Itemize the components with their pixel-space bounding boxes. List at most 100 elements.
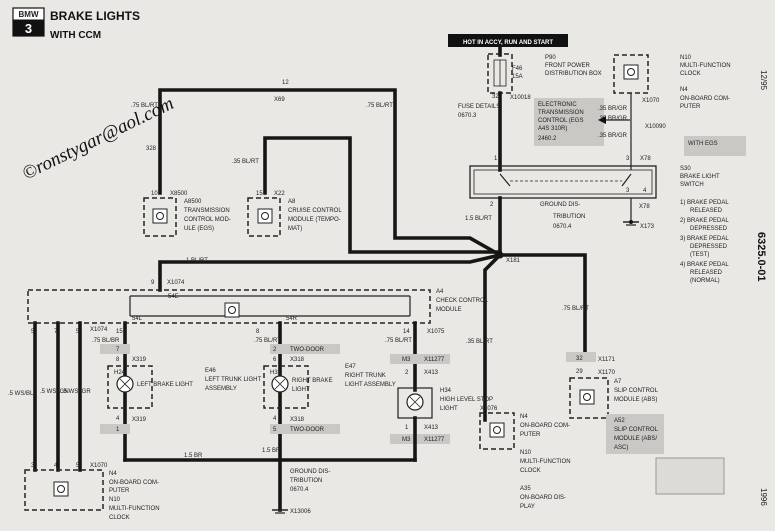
state-3b: DEPRESSED	[690, 244, 728, 250]
connector-x78-bot: X78	[639, 204, 650, 210]
state-4: 4) BRAKE PEDAL	[680, 262, 729, 268]
connector-x8500: X8500	[170, 191, 188, 197]
on-board-computer-mid	[479, 412, 515, 450]
module-icon	[623, 64, 639, 80]
wire-to-check-control	[158, 252, 503, 292]
abs-module	[569, 377, 609, 419]
switch-contact-2	[621, 173, 632, 187]
fuse-rating: 15A	[512, 74, 523, 80]
pin-2-h31: 2	[273, 347, 277, 353]
n4-mid-name2: PUTER	[520, 432, 541, 438]
pin-8-h24: 8	[116, 357, 120, 363]
connector-x413-bot: X413	[424, 425, 439, 431]
badge-bottom: 3	[25, 21, 32, 36]
scan-stamp	[655, 457, 725, 495]
n10-top-name: MULTI-FUNCTION	[680, 63, 731, 69]
wire-bl-rt-left: .75 BL/RT	[131, 103, 158, 109]
connector-x413-top: X413	[424, 370, 439, 376]
brake-light-switch	[469, 165, 657, 199]
state-3c: (TEST)	[690, 252, 709, 258]
ground-top-1: GROUND DIS-	[540, 202, 580, 208]
pin-1-h34: 1	[405, 425, 409, 431]
connector-x1074-top: X1074	[167, 280, 185, 286]
e47-id: E47	[345, 364, 356, 370]
wire-to-abs	[498, 253, 587, 357]
a52-id: A52	[614, 418, 625, 424]
connector-x1076: X1076	[480, 406, 498, 412]
wire-1-5-br-left: 1.5 BR	[184, 453, 203, 459]
state-4c: (NORMAL)	[690, 278, 720, 284]
h24-label: LEFT BRAKE LIGHT	[137, 382, 193, 388]
n10-top-id: N10	[680, 55, 692, 61]
fuse-details: FUSE DETAILS	[458, 104, 500, 110]
a52-name1: SLIP CONTROL	[614, 427, 659, 433]
n4-bot-name2: PUTER	[109, 488, 130, 494]
a4-id: A4	[436, 289, 444, 295]
pin-2-h34: 2	[405, 370, 409, 376]
two-door-top: TWO-DOOR	[290, 347, 325, 353]
pin-4-h24: 4	[116, 416, 120, 422]
signal-54r: 54R	[286, 316, 298, 322]
connector-x318-bot: X318	[290, 417, 305, 423]
wire-1-bl-rt: 1 BL/RT	[186, 258, 208, 264]
arrow-left-icon	[598, 116, 606, 124]
s30-name2: SWITCH	[680, 182, 704, 188]
signal-54e: 54E	[168, 294, 179, 300]
a7-name1: SLIP CONTROL	[614, 388, 659, 394]
n10-bot-name1: MULTI-FUNCTION	[109, 506, 160, 512]
state-3: 3) BRAKE PEDAL	[680, 236, 729, 242]
pin-8: 8	[256, 329, 260, 335]
module-icon	[152, 208, 168, 224]
connector-x318-top: X318	[290, 357, 305, 363]
page-subtitle: WITH CCM	[50, 30, 101, 41]
n4-mid-id: N4	[520, 414, 528, 420]
pin-5-h31: 5	[273, 427, 277, 433]
pin-15-left: 15	[116, 329, 123, 335]
egs-line4: A4S 310R)	[538, 126, 567, 132]
date-bottom: 1996	[759, 488, 768, 506]
egs-line5: 2460.2	[538, 136, 557, 142]
s30-pin1: 1	[494, 156, 498, 162]
a8500-id: A8500	[184, 199, 202, 205]
n4-top-name2: PUTER	[680, 104, 701, 110]
a35-name2: PLAY	[520, 504, 535, 510]
a52-name2: MODULE (ABS/	[614, 436, 657, 442]
connector-x173: X173	[640, 224, 655, 230]
h31-id: H31	[270, 370, 282, 376]
p90-label: P90	[545, 55, 556, 61]
connector-x1171: X1171	[598, 357, 616, 363]
e46-id: E46	[205, 368, 216, 374]
a8-name3: MAT)	[288, 226, 302, 232]
a7-name2: MODULE (ABS)	[614, 397, 657, 403]
ground-top-2: TRIBUTION	[553, 214, 585, 220]
pin-6-h31: 6	[273, 357, 277, 363]
s30-id: S30	[680, 166, 691, 172]
module-icon	[224, 302, 240, 318]
p90-name-2: DISTRIBUTION BOX	[545, 71, 602, 77]
connector-x69: X69	[274, 97, 285, 103]
egs-line3: CONTROL (EGS	[538, 118, 583, 124]
n4-bot-name1: ON-BOARD COM-	[109, 480, 159, 486]
state-4b: RELEASED	[690, 270, 723, 276]
pin-9: 9	[151, 280, 155, 286]
connector-x1074-left: X1074	[90, 327, 108, 333]
hot-label: HOT IN ACCY, RUN AND START	[463, 40, 553, 46]
wire-bl-rt-mid: .75 BL/RT	[254, 338, 281, 344]
module-icon	[257, 208, 273, 224]
signal-54l: 54L	[132, 316, 143, 322]
left-trunk-light-assembly	[107, 365, 153, 409]
h31-label2: LIGHT	[292, 387, 310, 393]
connector-x11277-top: X11277	[424, 357, 445, 363]
pin-5-b: 5	[76, 329, 80, 335]
page-title: BRAKE LIGHTS	[50, 9, 140, 23]
a8-name1: CRUISE CONTROL	[288, 208, 342, 214]
a8-id: A8	[288, 199, 296, 205]
egs-line1: ELECTRONIC	[538, 102, 577, 108]
state-1: 1) BRAKE PEDAL	[680, 200, 729, 206]
pin-4-obc: 4	[54, 463, 58, 469]
connector-x319-bot: X319	[132, 417, 147, 423]
right-trunk-light-assembly	[263, 365, 309, 409]
wire-ws-gn: .5 WS/ GN	[40, 389, 69, 395]
state-1b: RELEASED	[690, 208, 723, 214]
